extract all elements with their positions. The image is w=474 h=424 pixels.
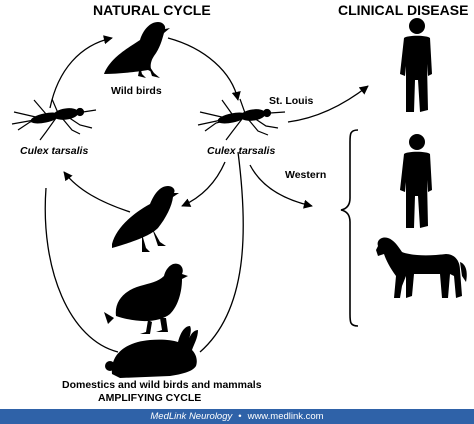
heading-natural-cycle: NATURAL CYCLE [93,2,211,18]
horse-icon [376,237,467,298]
western-brace [340,129,359,327]
label-domestics: Domestics and wild birds and mammals [62,379,262,391]
arrow-bird-to-right-mosquito [167,37,241,101]
bird-amplifying-icon [112,186,179,252]
label-wild-birds: Wild birds [111,85,162,97]
mosquito-left-icon [11,98,97,141]
arrow-lower-bird-to-left-mosquito [63,171,131,213]
arrow-st-louis [287,85,369,123]
arrow-right-mosquito-to-lower-bird [181,161,226,207]
arrow-western [249,164,313,209]
amplifying-loop-left [44,187,119,353]
label-st-louis: St. Louis [269,95,314,107]
chicken-icon [104,263,188,334]
heading-clinical-disease: CLINICAL DISEASE [338,2,469,18]
footer-separator: • [238,411,242,422]
footer-bar: MedLink Neurology • www.medlink.com [0,409,474,424]
label-culex-right: Culex tarsalis [207,145,276,157]
mosquito-right-icon [197,98,286,141]
rabbit-icon [105,326,198,378]
label-amplifying-cycle: AMPLIFYING CYCLE [98,392,202,404]
human-lower-icon [400,134,432,228]
label-culex-left: Culex tarsalis [20,145,89,157]
human-top-icon [400,18,432,112]
amplifying-loop-right [199,151,244,353]
label-western: Western [285,169,327,181]
arrow-left-mosquito-to-bird [49,35,113,109]
footer-brand: MedLink Neurology [150,411,233,422]
wild-bird-icon [104,22,170,78]
footer-url[interactable]: www.medlink.com [247,411,324,422]
